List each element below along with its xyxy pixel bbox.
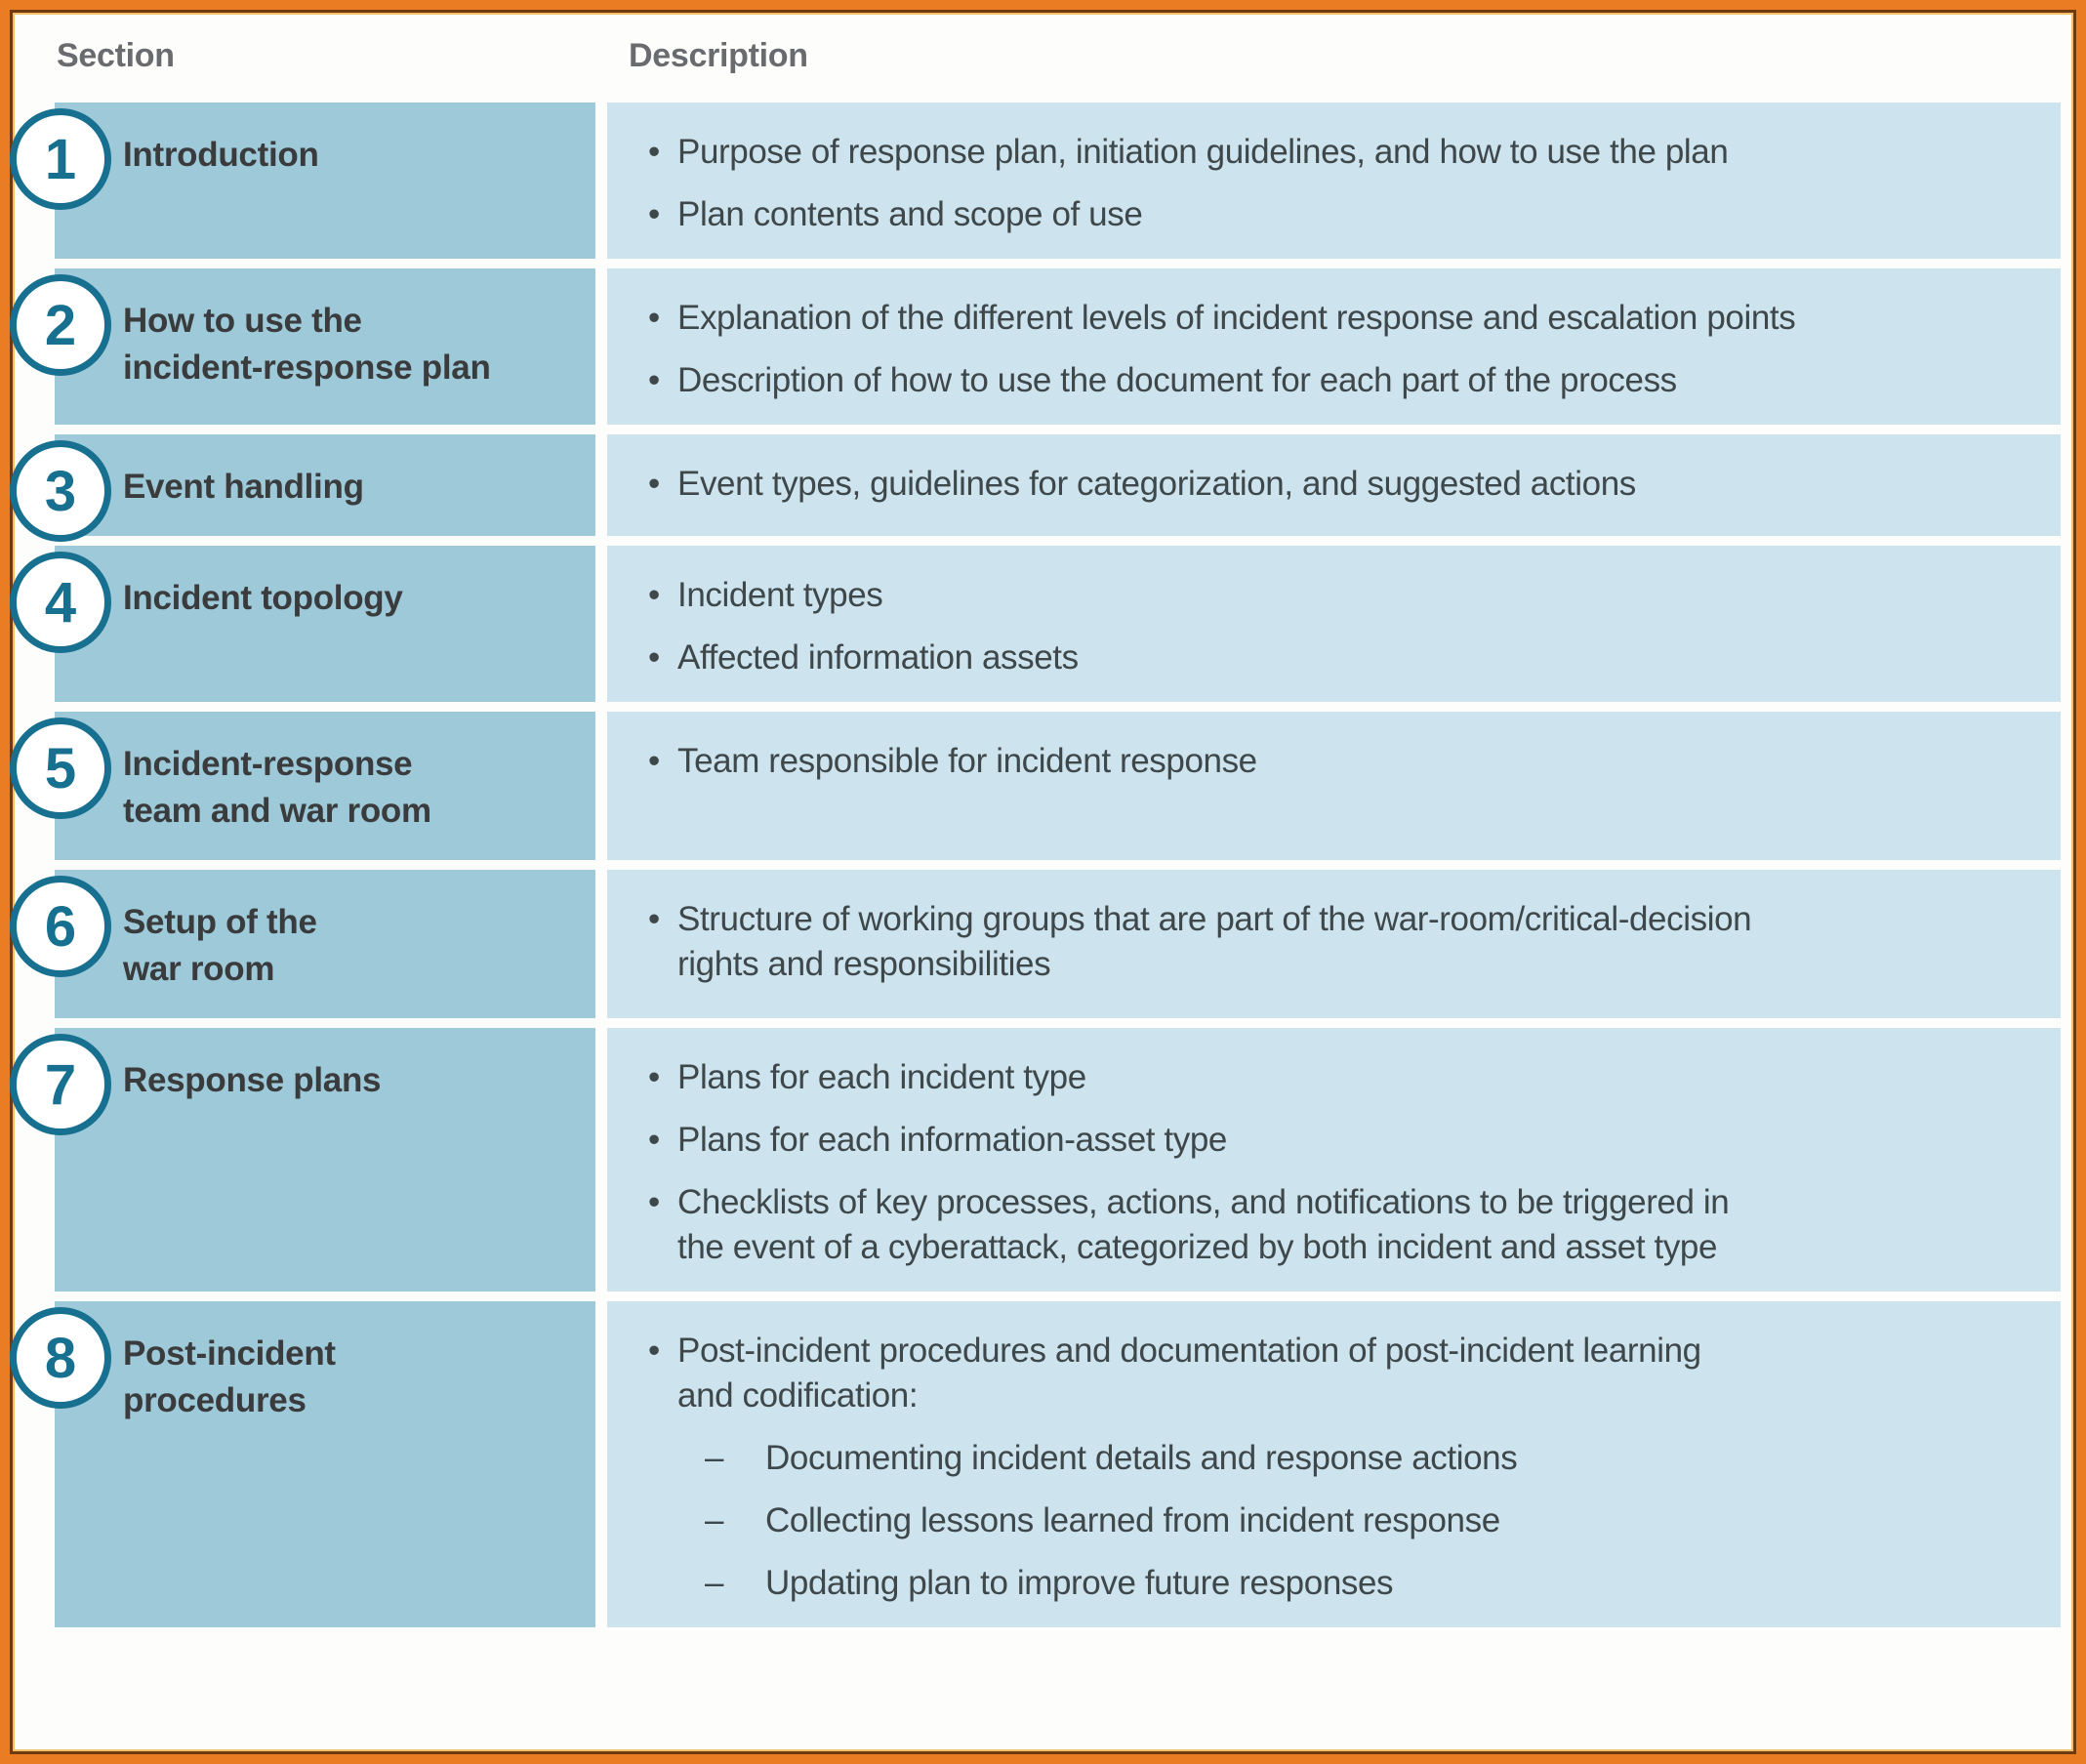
section-title: Post-incident procedures [123,1334,336,1419]
description-item: Affected information assets [648,636,2025,680]
description-list: Event types, guidelines for categorizati… [648,462,2025,507]
description-item: Plan contents and scope of use [648,192,2025,237]
description-item: Checklists of key processes, actions, an… [648,1180,2025,1270]
section-cell: 4 Incident topology [10,546,595,702]
description-item: Documenting incident details and respons… [648,1436,2025,1481]
section-cell: 2 How to use the incident-response plan [10,268,595,425]
section-description-table: Section Description 1 Introduction Purpo… [10,23,2061,1627]
section-title: Introduction [123,136,319,174]
section-cell: 5 Incident-response team and war room [10,712,595,860]
section-title: Incident topology [123,579,403,617]
column-header-description: Description [629,37,808,74]
column-header-section: Section [57,37,175,74]
description-item: Explanation of the different levels of i… [648,296,2025,341]
section-title: Response plans [123,1061,382,1099]
section-cell: 7 Response plans [10,1028,595,1292]
description-item: Collecting lessons learned from incident… [648,1498,2025,1543]
section-cell: 6 Setup of the war room [10,870,595,1018]
description-list: Team responsible for incident response [648,739,2025,784]
row-number-badge: 1 [10,108,111,210]
description-item: Team responsible for incident response [648,739,2025,784]
description-list: Plans for each incident typePlans for ea… [648,1055,2025,1270]
row-number-badge: 7 [10,1034,111,1135]
description-item: Event types, guidelines for categorizati… [648,462,2025,507]
section-title: Setup of the war room [123,903,317,988]
description-item: Updating plan to improve future response… [648,1561,2025,1606]
row-number-badge: 4 [10,552,111,653]
section-cell: 8 Post-incident procedures [10,1301,595,1627]
row-number-badge: 8 [10,1307,111,1409]
row-number-badge: 6 [10,876,111,977]
description-item: Description of how to use the document f… [648,358,2025,403]
description-cell: Post-incident procedures and documentati… [607,1301,2061,1627]
description-item: Plans for each incident type [648,1055,2025,1100]
description-cell: Team responsible for incident response [607,712,2061,860]
description-cell: Plans for each incident typePlans for ea… [607,1028,2061,1292]
description-list: Incident typesAffected information asset… [648,573,2025,680]
section-title: Event handling [123,468,364,506]
row-number-badge: 2 [10,274,111,376]
section-cell: 3 Event handling [10,434,595,542]
description-item: Purpose of response plan, initiation gui… [648,130,2025,175]
description-item: Incident types [648,573,2025,618]
description-cell: Explanation of the different levels of i… [607,268,2061,425]
description-list: Post-incident procedures and documentati… [648,1329,2025,1606]
section-cell: 1 Introduction [10,103,595,259]
description-item: Post-incident procedures and documentati… [648,1329,2025,1418]
description-list: Structure of working groups that are par… [648,897,2025,987]
description-item: Structure of working groups that are par… [648,897,2025,987]
description-cell: Structure of working groups that are par… [607,870,2061,1018]
document-content: Section Description 1 Introduction Purpo… [10,10,2076,1754]
description-cell: Event types, guidelines for categorizati… [607,434,2061,536]
description-list: Explanation of the different levels of i… [648,296,2025,403]
description-cell: Incident typesAffected information asset… [607,546,2061,702]
row-number-badge: 3 [10,440,111,542]
section-title: Incident-response team and war room [123,745,431,830]
description-item: Plans for each information-asset type [648,1118,2025,1163]
description-cell: Purpose of response plan, initiation gui… [607,103,2061,259]
description-list: Purpose of response plan, initiation gui… [648,130,2025,237]
section-title: How to use the incident-response plan [123,302,491,387]
row-number-badge: 5 [10,718,111,819]
